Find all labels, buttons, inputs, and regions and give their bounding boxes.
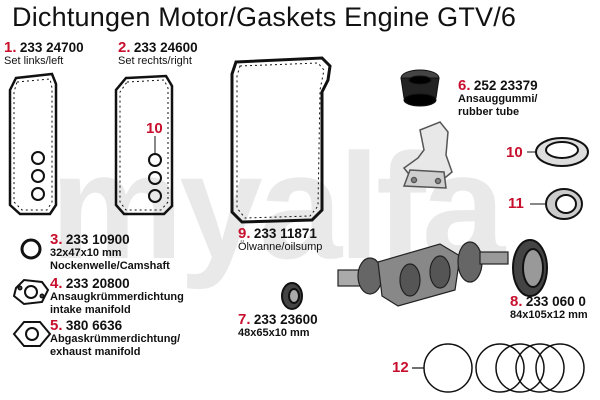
piston-rings-shape: [412, 343, 585, 393]
flange-gasket-shape: [535, 137, 589, 167]
seal-small-shape: [281, 282, 303, 310]
callout-11: 11: [508, 195, 524, 212]
oring-shape: [20, 238, 42, 260]
seal-large-shape: [512, 239, 548, 297]
part-label-2: 2. 233 24600 Set rechts/right: [118, 39, 198, 67]
leader-lines: [527, 151, 546, 205]
gasket-set-left-shape: [8, 72, 58, 216]
callout-12: 12: [392, 359, 409, 376]
gasket-set-right-shape: [114, 74, 174, 216]
intake-gasket-shape: [12, 278, 50, 306]
callout-10-left: 10: [146, 120, 163, 137]
callout-10-right: 10: [506, 144, 523, 161]
part-label-3: 3. 233 10900 32x47x10 mm Nockenwelle/Cam…: [50, 231, 170, 272]
part-label-7: 7. 233 23600 48x65x10 mm: [238, 311, 318, 339]
part-label-9: 9. 233 11871 Ölwanne/oilsump: [238, 225, 323, 253]
part-label-4: 4. 233 20800 Ansaugkrümmerdichtung intak…: [50, 275, 184, 316]
part-label-1: 1. 233 24700 Set links/left: [4, 39, 84, 67]
page-title: Dichtungen Motor/Gaskets Engine GTV/6: [12, 2, 517, 32]
intake-manifold-shape: [402, 121, 453, 189]
bearing-ring-shape: [545, 188, 583, 220]
crankshaft-shape: [337, 241, 509, 307]
exhaust-gasket-shape: [12, 321, 52, 347]
part-label-5: 5. 380 6636 Abgaskrümmerdichtung/ exhaus…: [50, 317, 181, 358]
part-label-6: 6. 252 23379 Ansauggummi/ rubber tube: [458, 77, 538, 118]
oilsump-gasket-shape: [230, 56, 332, 224]
part-label-8: 8. 233 060 0 84x105x12 mm: [510, 293, 588, 321]
rubber-tube-shape: [400, 69, 440, 107]
